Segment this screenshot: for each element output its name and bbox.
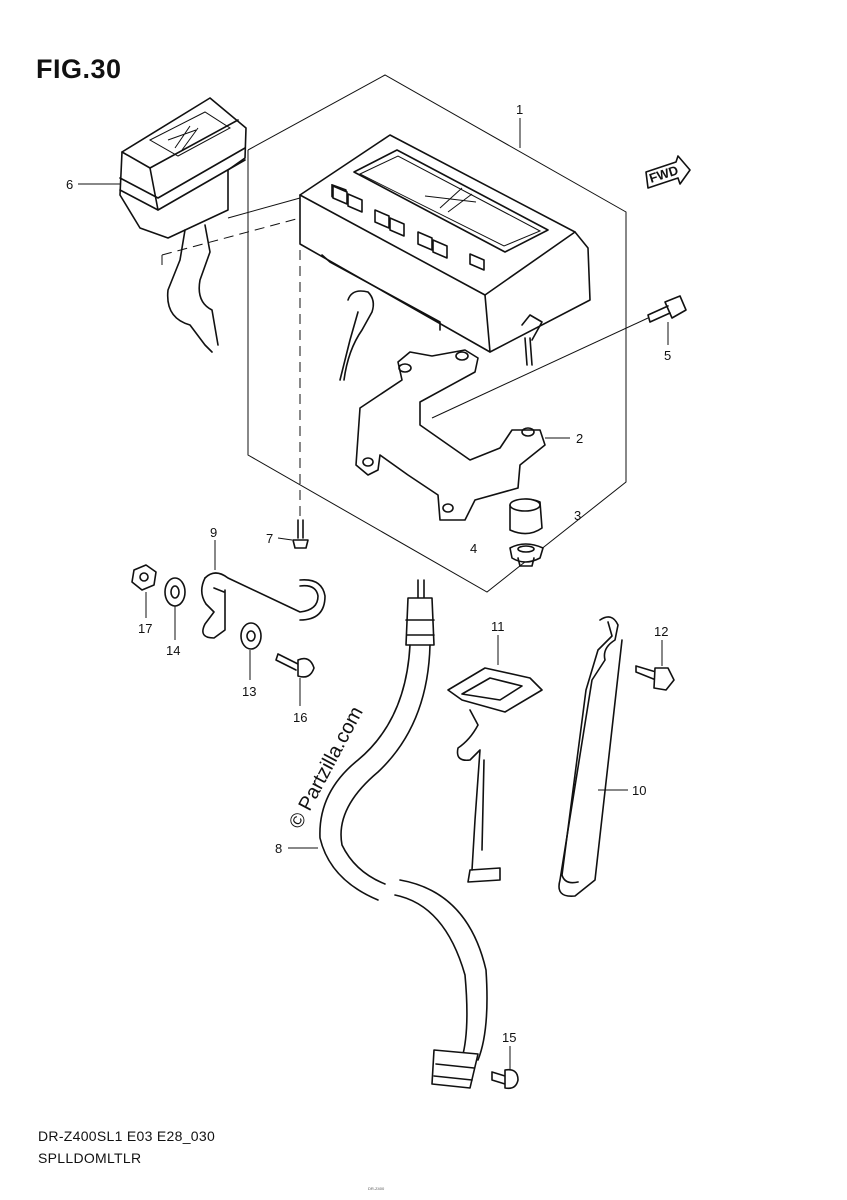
callout-17[interactable]: 17 bbox=[138, 621, 152, 636]
page-number: DR-Z400 bbox=[368, 1186, 385, 1191]
callout-5[interactable]: 5 bbox=[664, 348, 671, 363]
callout-6[interactable]: 6 bbox=[66, 177, 73, 192]
callout-16[interactable]: 16 bbox=[293, 710, 307, 725]
washer-14[interactable] bbox=[164, 577, 186, 607]
callout-10[interactable]: 10 bbox=[632, 783, 646, 798]
screw-7[interactable] bbox=[292, 519, 309, 549]
callout-8[interactable]: 8 bbox=[275, 841, 282, 856]
part-group-name: SPLLDOMLTLR bbox=[38, 1150, 142, 1166]
model-code: DR-Z400SL1 E03 E28_030 bbox=[38, 1128, 216, 1144]
screw-15[interactable] bbox=[491, 1068, 519, 1090]
callout-14[interactable]: 14 bbox=[166, 643, 180, 658]
screw-16[interactable] bbox=[275, 653, 315, 678]
callout-9[interactable]: 9 bbox=[210, 525, 217, 540]
callout-numbers: 1 2 3 4 5 6 7 8 9 10 11 12 13 14 15 16 1… bbox=[66, 102, 671, 1045]
speedometer-unit[interactable] bbox=[299, 134, 591, 381]
figure-title: FIG.30 bbox=[36, 54, 122, 84]
mounting-bracket[interactable] bbox=[355, 349, 546, 521]
meter-housing[interactable] bbox=[119, 97, 247, 353]
washer-13[interactable] bbox=[240, 622, 262, 650]
fwd-arrow-icon: FWD bbox=[645, 155, 691, 189]
callout-2[interactable]: 2 bbox=[576, 431, 583, 446]
spacer-collar[interactable] bbox=[509, 543, 544, 567]
cable-guide-11[interactable] bbox=[447, 667, 543, 883]
bolt-12[interactable] bbox=[635, 665, 675, 691]
callout-11[interactable]: 11 bbox=[491, 619, 505, 634]
cushion-rubber[interactable] bbox=[509, 498, 543, 535]
callout-13[interactable]: 13 bbox=[242, 684, 256, 699]
callout-3[interactable]: 3 bbox=[574, 508, 581, 523]
callout-7[interactable]: 7 bbox=[266, 531, 273, 546]
callout-12[interactable]: 12 bbox=[654, 624, 668, 639]
bolt-5[interactable] bbox=[647, 295, 687, 323]
speedometer-cable[interactable] bbox=[319, 579, 488, 1089]
callout-4[interactable]: 4 bbox=[470, 541, 477, 556]
wire-clamp-10[interactable] bbox=[558, 616, 623, 897]
nut-17[interactable] bbox=[131, 564, 157, 591]
callout-15[interactable]: 15 bbox=[502, 1030, 516, 1045]
leader-lines bbox=[78, 118, 669, 1070]
assembly-outline bbox=[247, 74, 627, 593]
callout-1[interactable]: 1 bbox=[516, 102, 523, 117]
wire-clamp[interactable] bbox=[200, 572, 326, 639]
